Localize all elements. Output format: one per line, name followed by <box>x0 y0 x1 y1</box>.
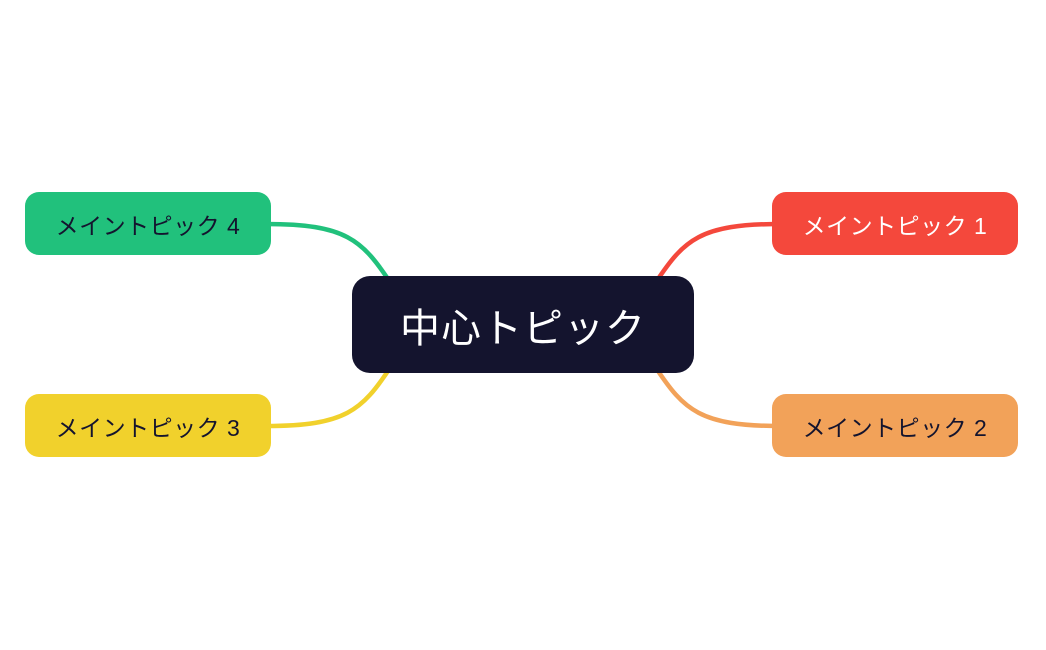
connector-main-topic-1 <box>653 221 783 285</box>
branch-node-label: メイントピック 2 <box>802 414 988 441</box>
branch-node-label: メイントピック 3 <box>55 414 241 441</box>
central-topic-label: 中心トピック <box>400 306 646 351</box>
branch-node-main-topic-4[interactable]: メイントピック 4 <box>25 192 271 255</box>
connector-main-topic-4 <box>263 221 393 285</box>
branch-node-main-topic-3[interactable]: メイントピック 3 <box>25 394 271 457</box>
branch-node-main-topic-2[interactable]: メイントピック 2 <box>772 394 1018 457</box>
connector-main-topic-3 <box>263 365 393 429</box>
central-topic-node[interactable]: 中心トピック <box>352 276 694 373</box>
branch-node-main-topic-1[interactable]: メイントピック 1 <box>772 192 1018 255</box>
branch-node-label: メイントピック 1 <box>802 212 988 239</box>
connector-main-topic-2 <box>653 365 783 429</box>
branch-node-label: メイントピック 4 <box>55 212 241 239</box>
